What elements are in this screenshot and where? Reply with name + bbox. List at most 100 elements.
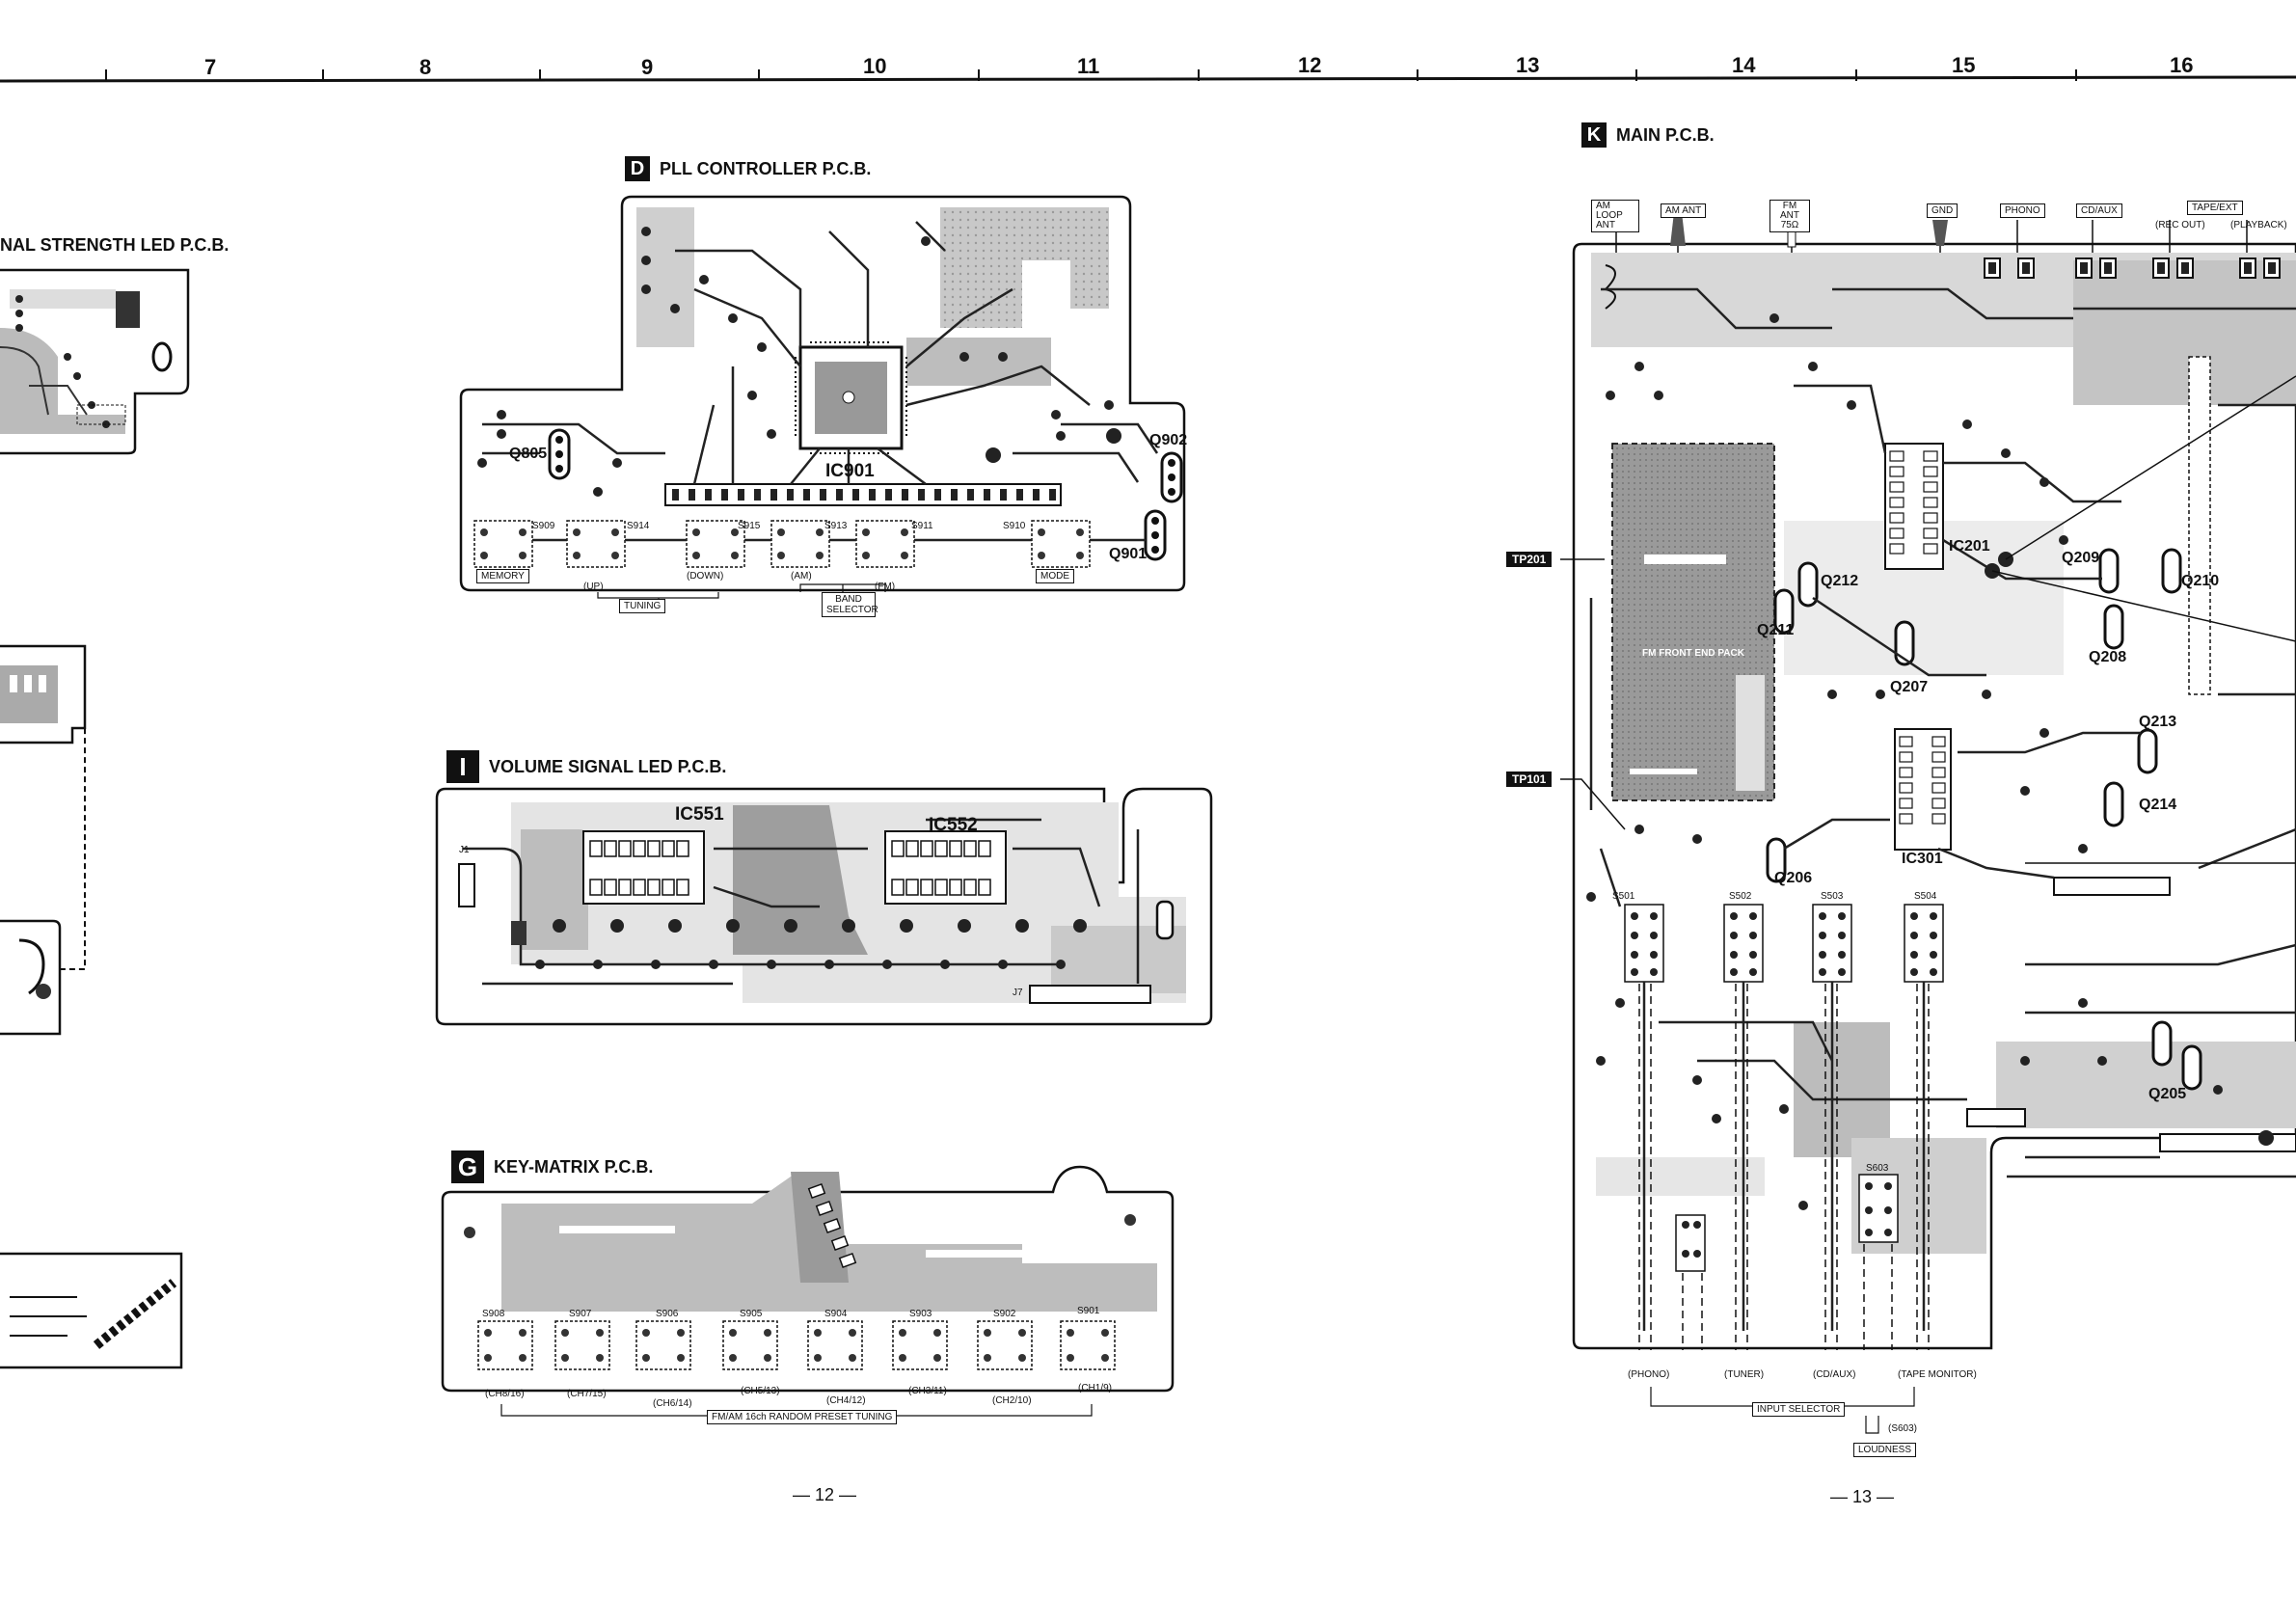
- column-number: 11: [1077, 54, 1100, 78]
- pll-board-heading: D PLL CONTROLLER P.C.B.: [625, 156, 871, 181]
- ic552-label: IC552: [929, 815, 978, 835]
- playback-label: (PLAYBACK): [2230, 220, 2287, 230]
- ic201-label: IC201: [1949, 538, 1990, 555]
- column-number: 15: [1952, 53, 1976, 77]
- switch-label: S907: [569, 1309, 592, 1319]
- connector-label: CD/AUX: [2076, 203, 2122, 218]
- input-label: (PHONO): [1628, 1369, 1670, 1380]
- switch-label: S908: [482, 1309, 505, 1319]
- column-number: 9: [641, 55, 654, 79]
- keymatrix-board-heading: G KEY-MATRIX P.C.B.: [451, 1150, 653, 1183]
- board-title: KEY-MATRIX P.C.B.: [494, 1156, 654, 1177]
- channel-label: (CH1/9): [1078, 1383, 1113, 1394]
- board-badge: G: [451, 1150, 484, 1183]
- q206-label: Q206: [1774, 870, 1813, 886]
- loudness-switch-label: (S603): [1888, 1423, 1918, 1434]
- q207-label: Q207: [1890, 679, 1929, 695]
- switch-label: S915: [738, 521, 761, 531]
- board-title: MAIN P.C.B.: [1616, 124, 1715, 145]
- loudness-label: LOUDNESS: [1853, 1443, 1917, 1457]
- input-label: (CD/AUX): [1813, 1369, 1856, 1380]
- signal-strength-board: [0, 268, 190, 455]
- input-label: (TAPE MONITOR): [1898, 1369, 1977, 1380]
- test-point-tp101: TP101: [1506, 771, 1553, 787]
- rec-out-label: (REC OUT): [2155, 220, 2205, 230]
- mode-label: MODE: [1036, 569, 1074, 583]
- connector-label: TAPE/EXT: [2187, 201, 2243, 215]
- ic901-label: IC901: [825, 461, 875, 481]
- column-number: 13: [1516, 53, 1540, 77]
- switch-label: S906: [656, 1309, 679, 1319]
- fm-label: (FM): [875, 582, 896, 592]
- volume-signal-led-board: [435, 787, 1213, 1026]
- switch-label: S913: [824, 521, 848, 531]
- column-ruler: [0, 69, 2296, 83]
- switch-label: S902: [993, 1309, 1016, 1319]
- connector-label: PHONO: [2000, 203, 2045, 218]
- channel-label: (CH7/15): [567, 1389, 607, 1399]
- q213-label: Q213: [2139, 714, 2177, 730]
- pll-controller-board: [459, 195, 1186, 600]
- channel-label: (CH5/13): [741, 1386, 780, 1396]
- up-label: (UP): [583, 582, 604, 592]
- band-selector-label: BAND SELECTOR: [822, 592, 878, 617]
- q210-label: Q210: [2181, 573, 2220, 589]
- connector-label: AM ANT: [1661, 203, 1707, 218]
- column-number: 8: [419, 55, 432, 79]
- board-title: PLL CONTROLLER P.C.B.: [660, 158, 872, 178]
- signal-strength-title: NAL STRENGTH LED P.C.B.: [0, 235, 229, 256]
- connector-label: GND: [1927, 203, 1958, 218]
- board-title: NAL STRENGTH LED P.C.B.: [0, 235, 230, 255]
- j7-label: J7: [1013, 988, 1023, 998]
- channel-label: (CH8/16): [485, 1389, 525, 1399]
- column-number: 12: [1298, 53, 1322, 77]
- board-badge: K: [1581, 122, 1607, 148]
- test-point-tp201: TP201: [1506, 552, 1553, 567]
- q805-label: Q805: [509, 446, 548, 462]
- channel-label: (CH4/12): [826, 1395, 866, 1406]
- switch-label: S904: [824, 1309, 848, 1319]
- channel-label: (CH3/11): [908, 1386, 947, 1396]
- switch-label: S910: [1003, 521, 1026, 531]
- column-number: 16: [2170, 53, 2194, 77]
- tuning-label: TUNING: [619, 599, 666, 613]
- connector-label: AM LOOP ANT: [1591, 200, 1639, 232]
- ic301-label: IC301: [1902, 851, 1943, 867]
- switch-label: S504: [1914, 891, 1937, 902]
- channel-label: (CH2/10): [992, 1395, 1032, 1406]
- connector-label: FM ANT 75Ω: [1769, 200, 1810, 232]
- down-label: (DOWN): [687, 571, 724, 582]
- switch-label: S909: [532, 521, 555, 531]
- j1-label: J1: [459, 845, 470, 855]
- q212-label: Q212: [1821, 573, 1859, 589]
- switch-label: S911: [911, 521, 933, 531]
- q214-label: Q214: [2139, 797, 2177, 813]
- input-label: (TUNER): [1724, 1369, 1765, 1380]
- am-label: (AM): [791, 571, 812, 582]
- q902-label: Q902: [1149, 432, 1188, 448]
- switch-label: S603: [1866, 1163, 1889, 1174]
- switch-label: S901: [1077, 1306, 1100, 1316]
- main-board: [1560, 212, 2296, 1434]
- column-number: 14: [1732, 53, 1756, 77]
- q208-label: Q208: [2089, 649, 2127, 665]
- q211-label: Q211: [1757, 622, 1795, 638]
- switch-label: S905: [740, 1309, 763, 1319]
- memory-label: MEMORY: [476, 569, 529, 583]
- fm-front-end-pack-label: FM FRONT END PACK: [1642, 648, 1744, 659]
- q209-label: Q209: [2062, 550, 2100, 566]
- board-badge: I: [446, 750, 479, 783]
- page-number: — 12 —: [793, 1485, 857, 1504]
- main-board-heading: K MAIN P.C.B.: [1581, 122, 1715, 148]
- switch-label: S501: [1612, 891, 1635, 902]
- column-number: 10: [863, 54, 887, 78]
- left-partial-boards: [0, 644, 183, 1369]
- switch-label: S903: [909, 1309, 932, 1319]
- channel-label: (CH6/14): [653, 1398, 692, 1409]
- board-title: VOLUME SIGNAL LED P.C.B.: [489, 756, 727, 776]
- input-selector-label: INPUT SELECTOR: [1752, 1402, 1846, 1417]
- board-badge: D: [625, 156, 650, 181]
- q205-label: Q205: [2148, 1086, 2187, 1102]
- switch-label: S914: [627, 521, 650, 531]
